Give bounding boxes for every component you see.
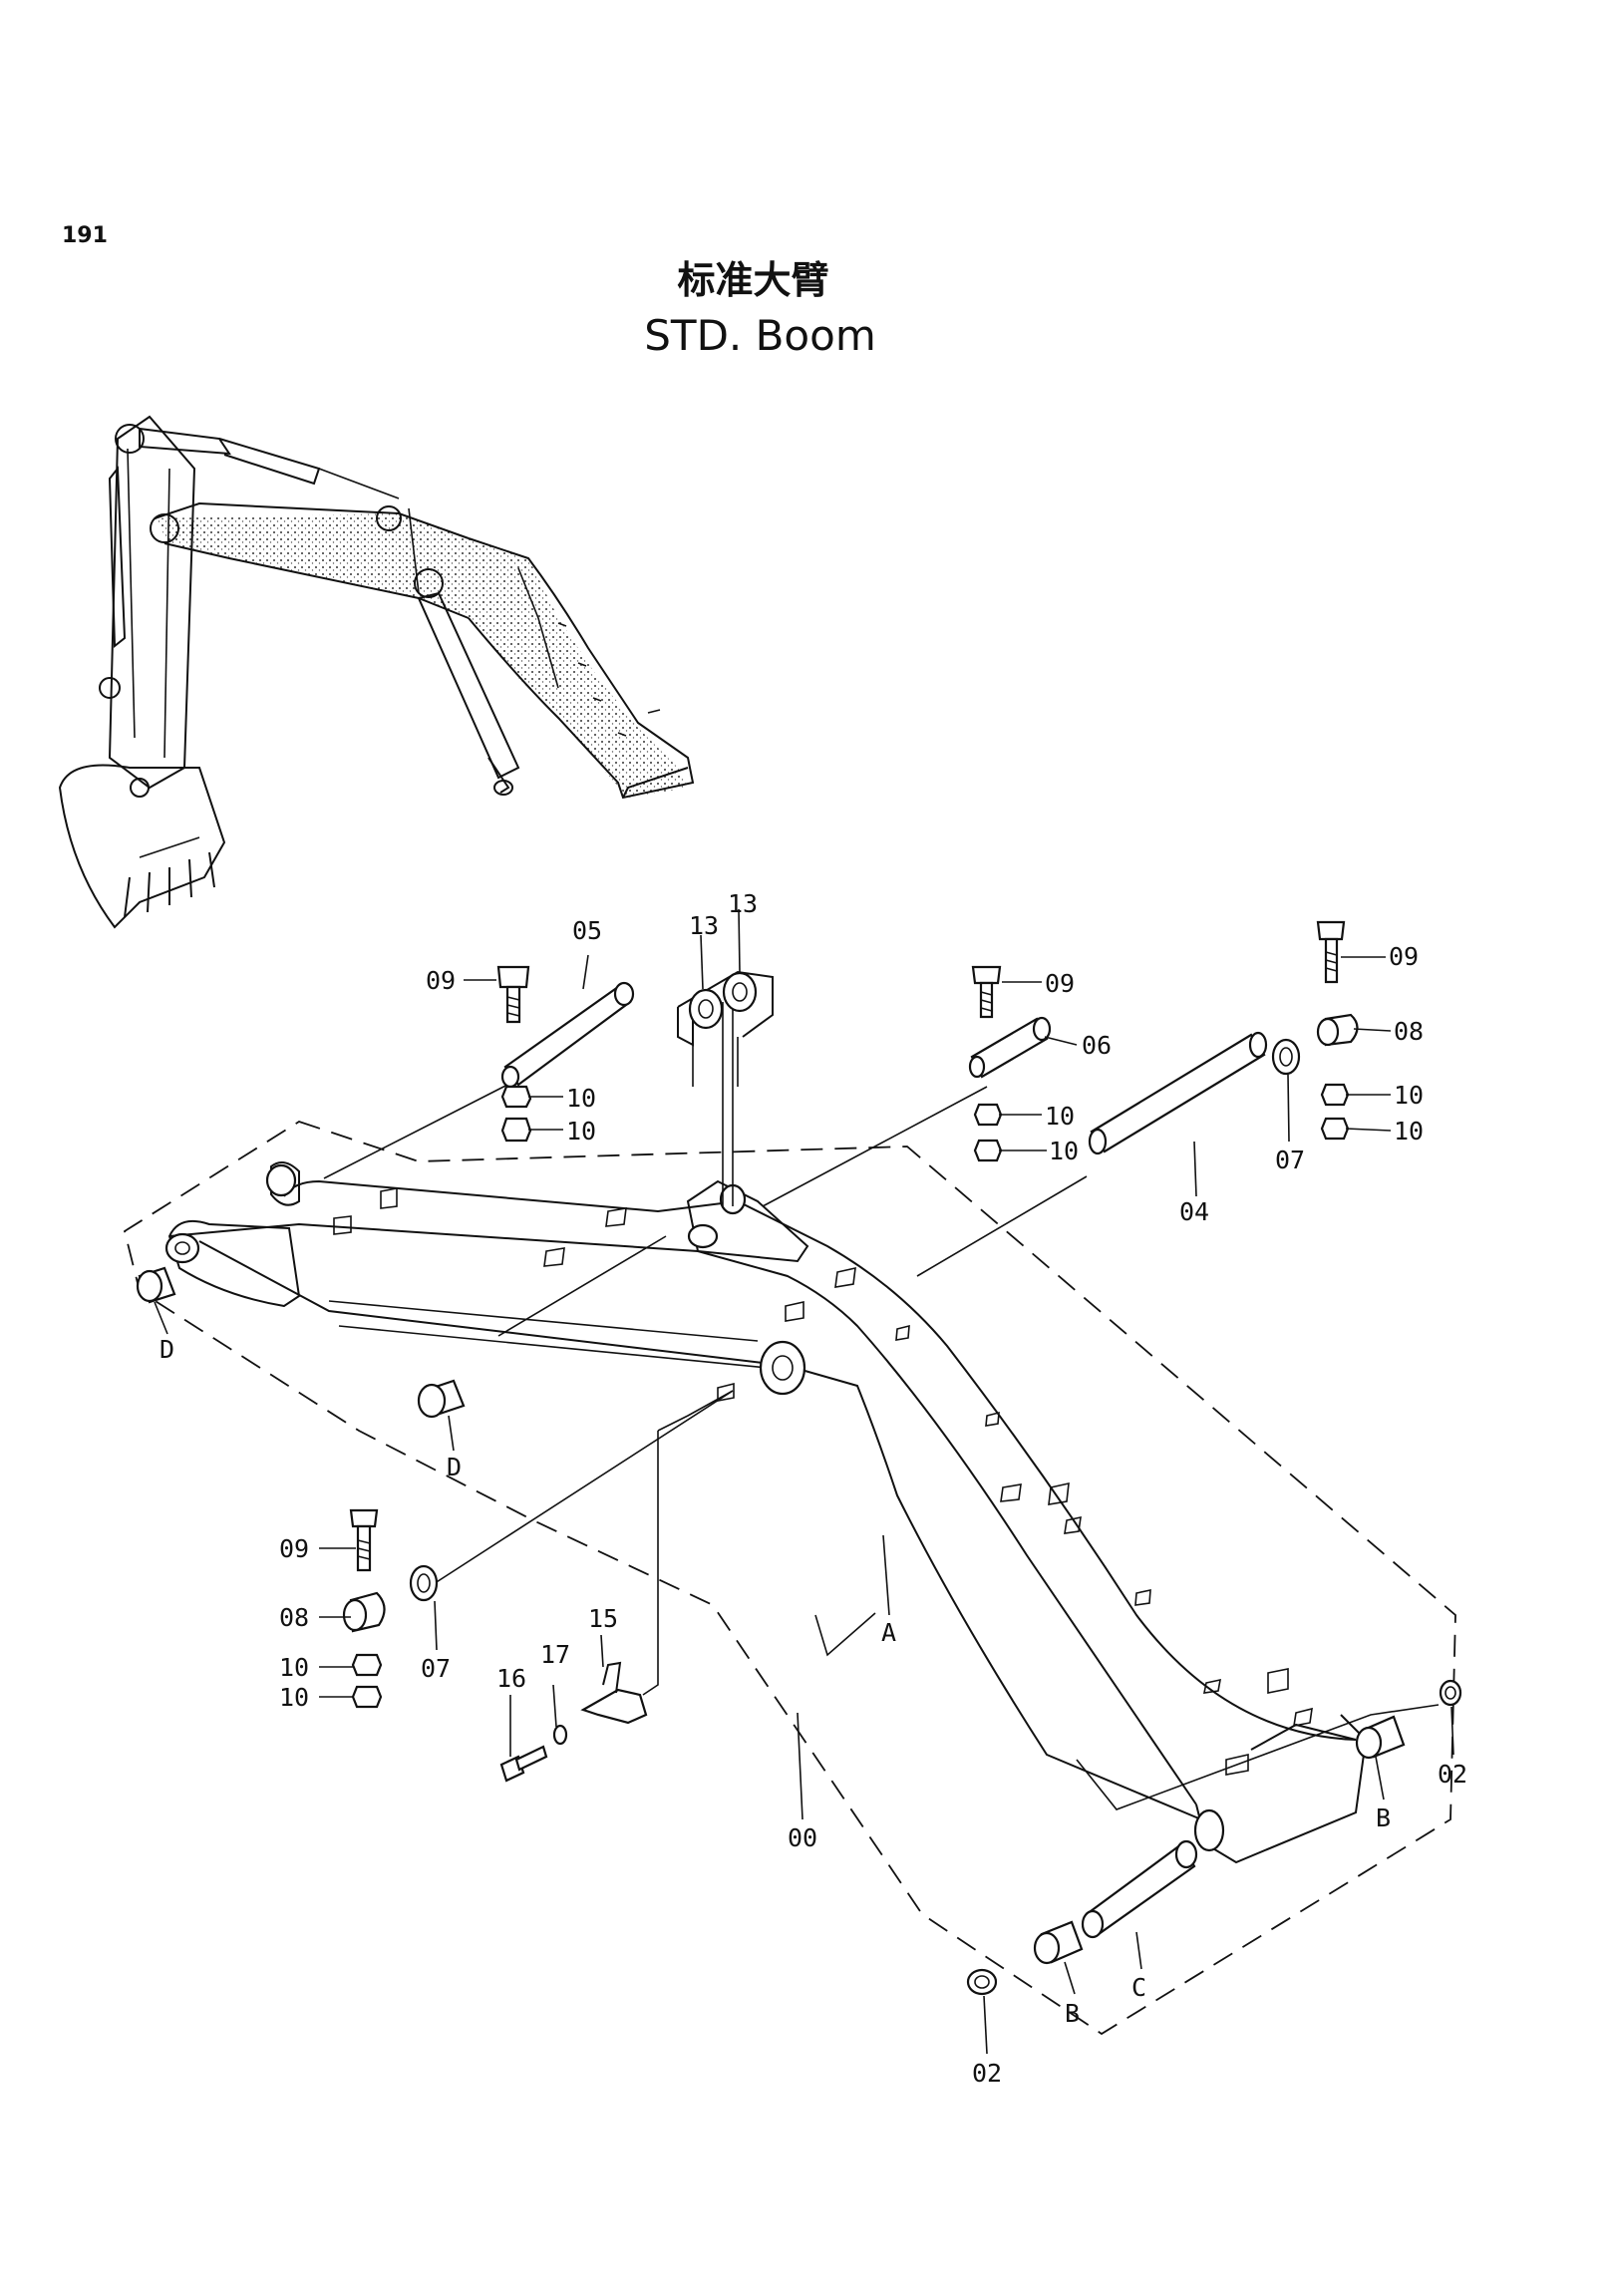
bushing-d-left — [136, 1266, 176, 1304]
callout-13-a: 13 — [689, 911, 719, 940]
bolt-16 — [499, 1745, 548, 1783]
callout-07-right: 07 — [1275, 1146, 1305, 1174]
title-english: STD. Boom — [0, 311, 1606, 360]
pin-06 — [968, 1016, 1052, 1079]
callout-05: 05 — [572, 916, 602, 945]
bushing-b-right — [1355, 1715, 1406, 1760]
callout-10-mid-b: 10 — [1049, 1137, 1079, 1165]
washer-07-low — [409, 1564, 439, 1602]
callout-02-right: 02 — [1438, 1760, 1467, 1789]
callout-16: 16 — [496, 1664, 526, 1693]
callout-c: C — [1131, 1973, 1146, 2002]
callout-13-b: 13 — [728, 889, 758, 918]
callout-08-low: 08 — [279, 1603, 309, 1632]
bolt-09-left — [496, 965, 530, 1024]
callout-04: 04 — [1179, 1197, 1209, 1226]
nut-10-right-a — [1320, 1083, 1350, 1107]
page-number: 191 — [62, 223, 108, 248]
callout-10-right-b: 10 — [1394, 1117, 1424, 1146]
cap-02-right — [1439, 1679, 1462, 1707]
washer-07-right — [1271, 1038, 1301, 1076]
nut-10-left-b — [500, 1117, 532, 1143]
title-chinese: 标准大臂 — [0, 249, 1606, 304]
callout-08-right: 08 — [1394, 1017, 1424, 1046]
callout-09-mid: 09 — [1045, 969, 1075, 998]
bushing-b-low — [1033, 1920, 1084, 1965]
nut-10-low-a — [351, 1653, 383, 1677]
callout-10-left-b: 10 — [566, 1117, 596, 1146]
callout-10-right-a: 10 — [1394, 1081, 1424, 1110]
nut-10-mid-a — [973, 1103, 1003, 1127]
shim-plate-13 — [677, 970, 774, 1087]
bolt-09-right — [1316, 920, 1346, 984]
main-boom-a — [164, 1161, 1368, 1864]
callout-06: 06 — [1082, 1031, 1112, 1060]
callout-07-low: 07 — [421, 1654, 451, 1683]
callout-leaders — [154, 908, 1454, 2055]
cap-02-low — [966, 1968, 998, 1996]
pin-04 — [1088, 1031, 1268, 1155]
washer-17 — [552, 1724, 568, 1746]
nut-10-right-b — [1320, 1117, 1350, 1141]
callout-b-low: B — [1065, 1999, 1080, 2028]
title-chinese-text: 标准大臂 — [677, 258, 829, 302]
callout-d-left: D — [160, 1335, 174, 1364]
callout-labels: 05 09 10 10 13 13 09 06 10 10 09 08 10 1… — [160, 889, 1467, 2088]
assembly-00-boundary — [123, 1121, 1456, 2036]
callout-a: A — [881, 1618, 896, 1647]
callout-00: 00 — [788, 1823, 817, 1852]
bushing-d-center — [417, 1379, 466, 1419]
callout-d-center: D — [447, 1453, 462, 1481]
pin-c — [1081, 1839, 1198, 1939]
callout-09-left: 09 — [426, 966, 456, 995]
callout-17: 17 — [540, 1640, 570, 1669]
collar-08-low — [342, 1591, 386, 1633]
nut-10-low-b — [351, 1685, 383, 1709]
leader-lines — [323, 1002, 1440, 1810]
callout-10-mid-a: 10 — [1045, 1102, 1075, 1131]
bracket-15 — [580, 1661, 648, 1725]
callout-15: 15 — [588, 1604, 618, 1633]
callout-09-right: 09 — [1389, 942, 1419, 971]
callout-02-low: 02 — [972, 2059, 1002, 2088]
callout-10-low-b: 10 — [279, 1683, 309, 1712]
callout-b-right: B — [1376, 1804, 1391, 1832]
title-english-text: STD. Boom — [644, 311, 876, 360]
callout-10-left-a: 10 — [566, 1084, 596, 1113]
callout-09-low: 09 — [279, 1534, 309, 1563]
pin-05 — [500, 981, 635, 1089]
bolt-09-low — [349, 1508, 379, 1572]
nut-10-left-a — [500, 1085, 532, 1109]
nut-10-mid-b — [973, 1139, 1003, 1162]
bolt-09-mid — [971, 965, 1002, 1019]
callout-10-low-a: 10 — [279, 1653, 309, 1682]
excavator-overview-illustration — [58, 415, 695, 929]
collar-08-right — [1316, 1013, 1359, 1047]
